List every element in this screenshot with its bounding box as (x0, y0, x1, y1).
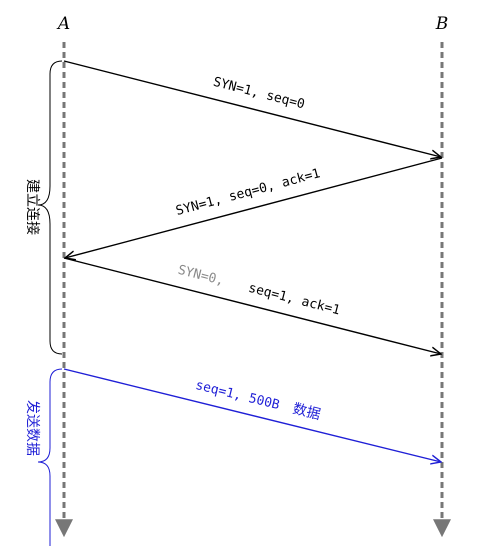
message-arrow-ack (63, 257, 441, 354)
message-arrow-syn-ack (65, 157, 443, 258)
participant-b-label: B (435, 14, 449, 34)
send-phase-label: 发送数据 (24, 400, 40, 456)
message-label-data-suffix: 数据 (291, 401, 322, 423)
connect-phase-label: 建立连接 (24, 179, 41, 235)
message-label-ack: SYN=0, seq=1, ack=1 (176, 263, 341, 319)
message-label-syn: SYN=1, seq=0 (212, 75, 307, 113)
connect-phase-brace (37, 60, 63, 355)
message-arrow-syn (63, 60, 441, 157)
send-phase-brace (37, 368, 63, 546)
message-label-syn-ack: SYN=1, seq=0, ack=1 (174, 166, 322, 219)
message-label-data-prefix: seq=1, 500B (194, 378, 281, 413)
message-arrow-data (63, 368, 441, 462)
participant-a-label: A (56, 14, 70, 34)
message-label-ack-prefix: SYN=0, (176, 263, 225, 289)
message-label-ack-rest: seq=1, ack=1 (247, 281, 342, 319)
